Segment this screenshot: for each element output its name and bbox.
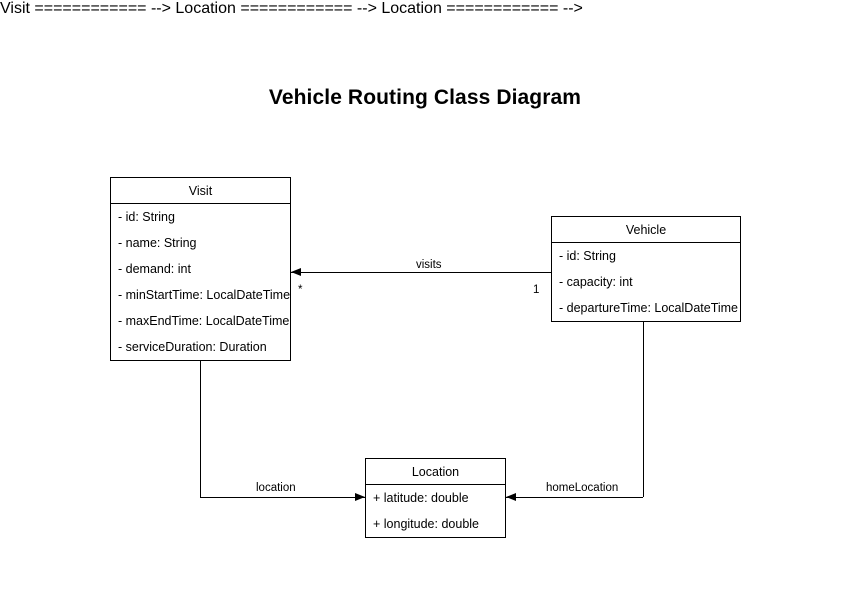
class-box-location[interactable]: Location + latitude: double + longitude:… [365,458,506,538]
attribute-row: - maxEndTime: LocalDateTime [118,314,290,328]
attribute-row: + longitude: double [373,517,479,531]
connector-visits-line [291,272,551,273]
attribute-row: - minStartTime: LocalDateTime [118,288,291,302]
attribute-row: - name: String [118,236,197,250]
connector-location-vline [200,360,201,497]
connector-location-arrowhead [355,492,365,501]
edge-label-location: location [253,482,299,494]
attribute-row: - serviceDuration: Duration [118,340,267,354]
connector-visits-arrowhead [291,267,301,276]
class-attributes-vehicle: - id: String - capacity: int - departure… [552,243,740,321]
class-attributes-location: + latitude: double + longitude: double [366,485,505,537]
multiplicity-visits-target: * [298,284,303,296]
class-name-vehicle: Vehicle [552,217,740,243]
class-name-location: Location [366,459,505,485]
attribute-row: - id: String [118,210,175,224]
connector-homelocation-vline [643,321,644,497]
class-attributes-visit: - id: String - name: String - demand: in… [111,204,290,360]
attribute-row: - id: String [559,249,616,263]
attribute-row: - capacity: int [559,275,633,289]
connector-homelocation-hline [506,497,643,498]
connector-location-hline [200,497,365,498]
edge-label-visits: visits [413,259,445,271]
attribute-row: + latitude: double [373,491,469,505]
multiplicity-visits-source: 1 [533,284,540,296]
connector-homelocation-arrowhead [506,492,516,501]
attribute-row: - demand: int [118,262,191,276]
diagram-title: Vehicle Routing Class Diagram [268,86,582,109]
class-box-visit[interactable]: Visit - id: String - name: String - dema… [110,177,291,361]
attribute-row: - departureTime: LocalDateTime [559,301,739,315]
edge-label-homelocation: homeLocation [543,482,622,494]
class-box-vehicle[interactable]: Vehicle - id: String - capacity: int - d… [551,216,741,322]
class-name-visit: Visit [111,178,290,204]
